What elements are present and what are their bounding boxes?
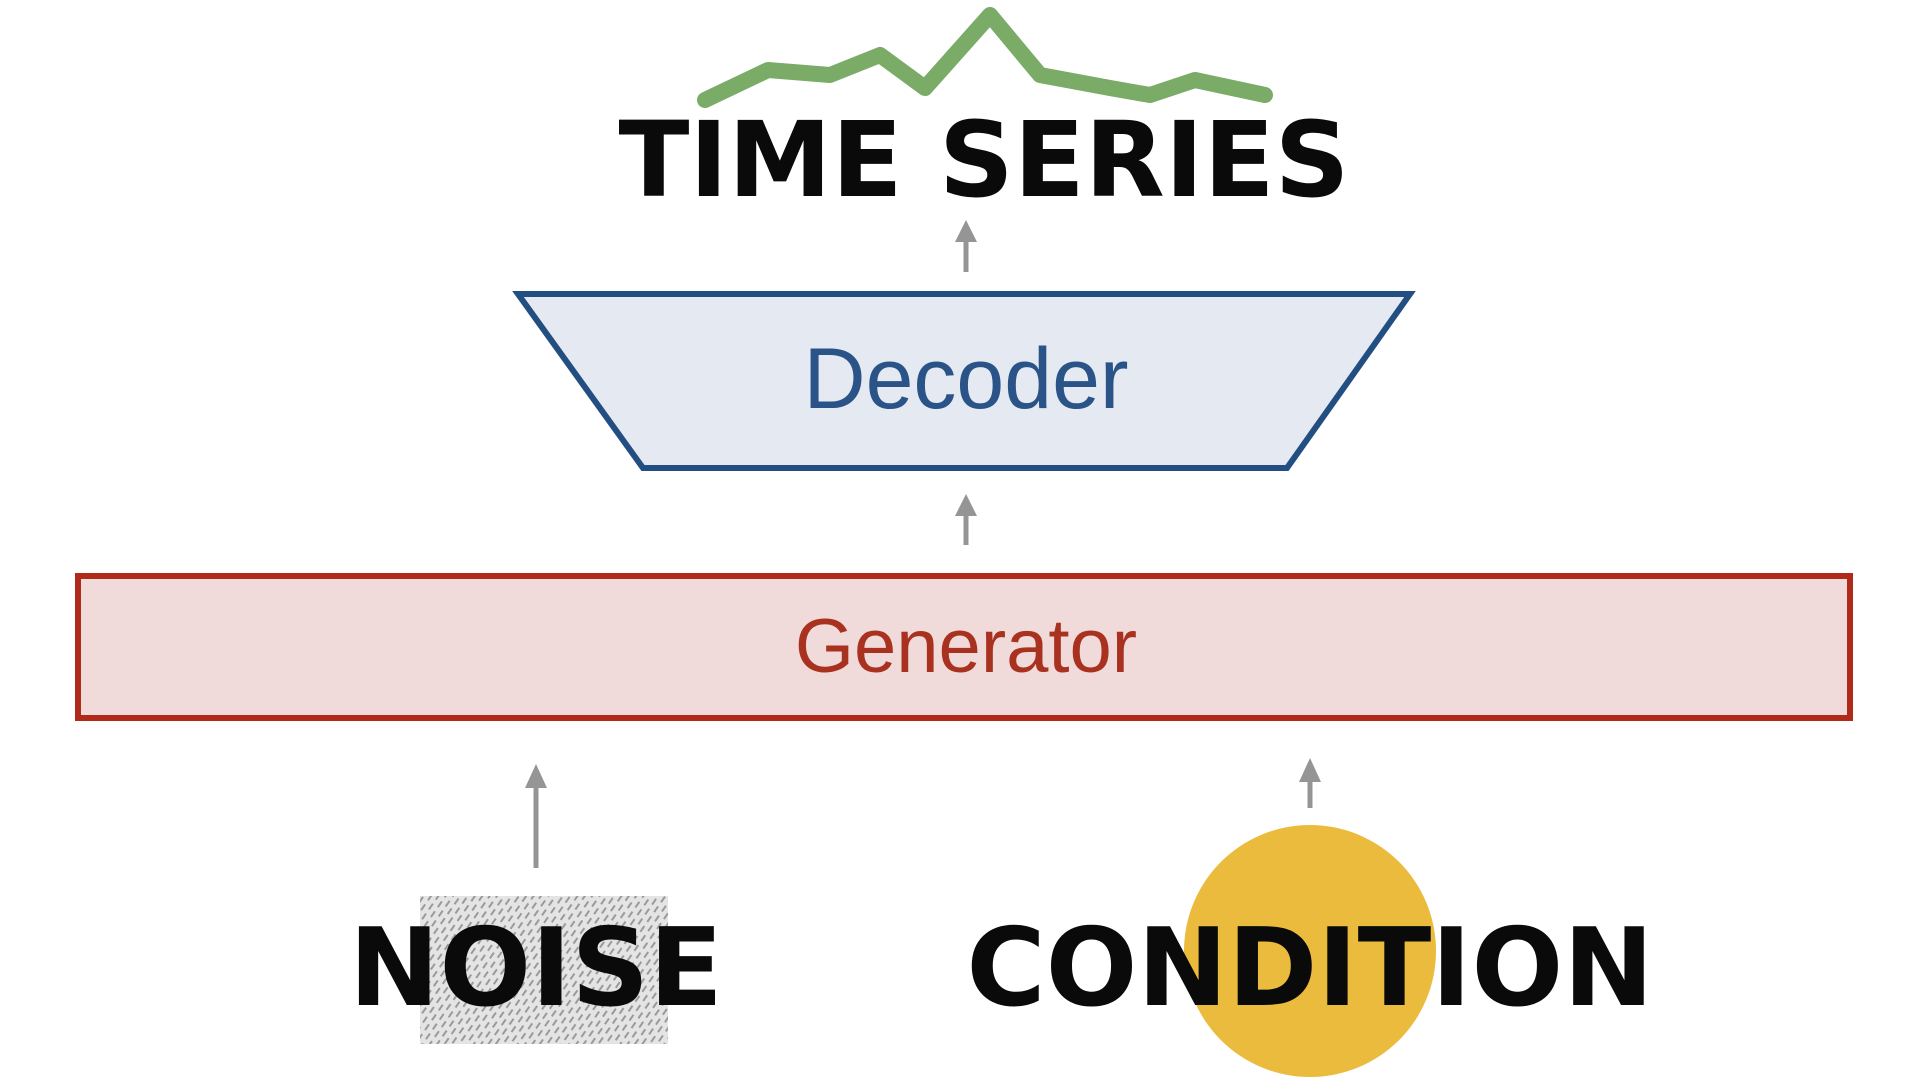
condition-to-generator-arrow: [1299, 758, 1321, 808]
noise-label: NOISE: [349, 906, 723, 1031]
generator-label: Generator: [795, 604, 1137, 689]
noise-to-generator-arrow: [525, 764, 547, 868]
decoder-label: Decoder: [803, 331, 1128, 427]
condition-label: CONDITION: [966, 906, 1653, 1031]
noise-texture-icon: [420, 896, 668, 1044]
decoder-block: Decoder: [512, 291, 1416, 471]
generator-to-decoder-arrow: [955, 494, 977, 545]
decoder-to-output-arrow: [955, 220, 977, 272]
generator-shape: [75, 573, 1853, 721]
mountain-line-icon: [697, 7, 1273, 108]
output-label: TIME SERIES: [618, 99, 1349, 221]
generator-block: Generator: [75, 573, 1853, 721]
decoder-shape: [512, 291, 1416, 471]
filled-circle-icon: [1184, 825, 1436, 1077]
